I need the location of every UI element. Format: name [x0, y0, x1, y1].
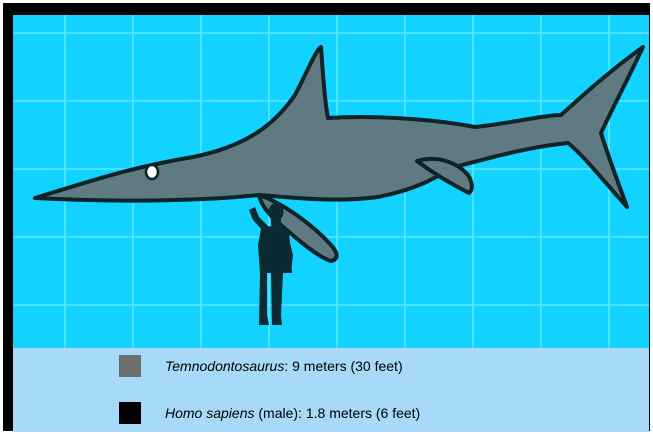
ichthyosaur-eye	[146, 165, 158, 179]
legend-name-human: Homo sapiens	[165, 405, 255, 421]
size-comparison-area	[13, 15, 649, 348]
legend: Temnodontosaurus: 9 meters (30 feet) Hom…	[13, 348, 649, 432]
legend-name-temnodontosaurus: Temnodontosaurus	[165, 358, 284, 374]
legend-item-human: Homo sapiens (male): 1.8 meters (6 feet)	[119, 402, 420, 424]
temnodontosaurus-silhouette	[35, 47, 643, 261]
legend-size-human: (male): 1.8 meters (6 feet)	[255, 405, 421, 421]
legend-swatch-human	[119, 402, 141, 424]
size-comparison-svg	[13, 15, 649, 348]
legend-swatch-temnodontosaurus	[119, 355, 141, 377]
legend-item-temnodontosaurus: Temnodontosaurus: 9 meters (30 feet)	[119, 355, 403, 377]
figure-frame: Temnodontosaurus: 9 meters (30 feet) Hom…	[3, 3, 650, 431]
legend-label-temnodontosaurus: Temnodontosaurus: 9 meters (30 feet)	[165, 358, 403, 374]
legend-label-human: Homo sapiens (male): 1.8 meters (6 feet)	[165, 405, 420, 421]
legend-size-temnodontosaurus: : 9 meters (30 feet)	[284, 358, 402, 374]
ichthyosaur-body	[35, 47, 643, 207]
